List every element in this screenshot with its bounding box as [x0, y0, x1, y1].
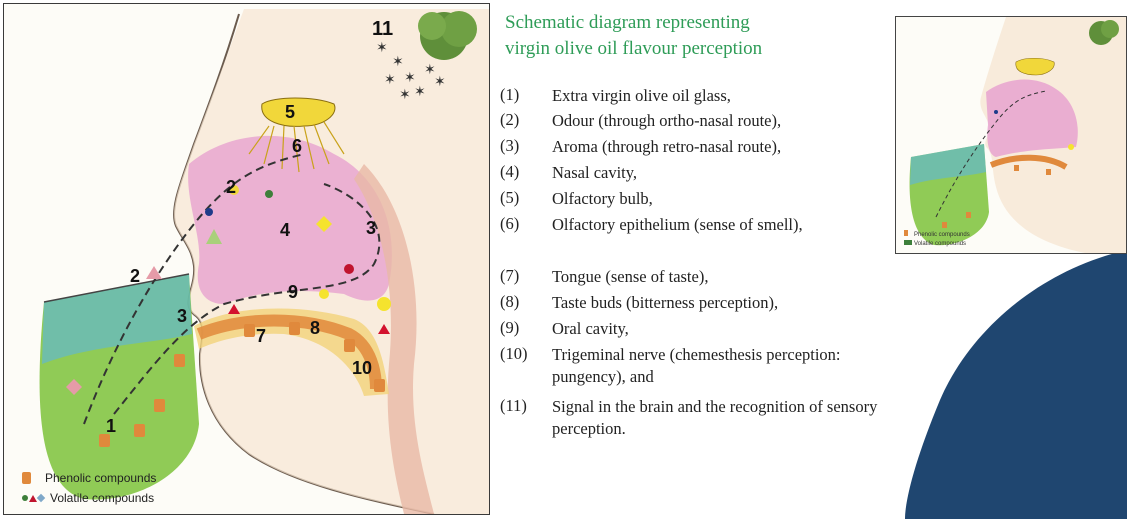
label-1: 1	[106, 416, 116, 437]
volatile-swatch-icon	[22, 495, 44, 502]
label-11: 11	[372, 18, 393, 41]
thumb-legend-phenolic: Phenolic compounds	[914, 232, 970, 238]
thumb-legend-volatile: Volatile compounds	[914, 241, 966, 247]
title-line-2: virgin olive oil flavour perception	[505, 36, 762, 62]
svg-text:✶: ✶	[414, 84, 426, 100]
list-item: (1)Extra virgin olive oil glass,	[500, 85, 882, 110]
figure-legend: Phenolic compounds Volatile compounds	[22, 468, 156, 508]
list-item: (5)Olfactory bulb,	[500, 188, 882, 214]
legend-phenolic-label: Phenolic compounds	[45, 468, 156, 488]
legend-phenolic: Phenolic compounds	[22, 468, 156, 488]
label-6: 6	[292, 136, 302, 157]
label-3-mouth: 3	[177, 306, 187, 327]
phenolic-swatch-icon	[22, 472, 31, 484]
flavour-perception-illustration: ✶✶✶ ✶✶✶ ✶✶	[3, 3, 490, 515]
diagram-title: Schematic diagram representing virgin ol…	[505, 10, 762, 62]
label-5: 5	[285, 102, 295, 123]
legend-volatile-label: Volatile compounds	[50, 488, 154, 508]
list-item: (3)Aroma (through retro-nasal route),	[500, 136, 882, 162]
label-10: 10	[352, 358, 372, 379]
list-item: (6)Olfactory epithelium (sense of smell)…	[500, 214, 882, 266]
list-item: (11)Signal in the brain and the recognit…	[500, 396, 882, 446]
label-2-nasal: 2	[226, 177, 236, 198]
svg-text:✶: ✶	[384, 72, 396, 88]
list-item: (7)Tongue (sense of taste),	[500, 266, 882, 292]
list-item: (2)Odour (through ortho-nasal route),	[500, 110, 882, 136]
label-3-retro: 3	[366, 218, 376, 239]
list-item: (10)Trigeminal nerve (chemesthesis perce…	[500, 344, 882, 396]
title-line-1: Schematic diagram representing	[505, 10, 762, 36]
volatile-swatch-icon	[904, 240, 912, 245]
list-item: (8)Taste buds (bitterness perception),	[500, 292, 882, 318]
label-8: 8	[310, 318, 320, 339]
svg-text:✶: ✶	[399, 87, 411, 103]
svg-text:✶: ✶	[392, 54, 404, 70]
list-item: (9)Oral cavity,	[500, 318, 882, 344]
label-2-glass: 2	[130, 266, 140, 287]
phenolic-swatch-icon	[904, 230, 908, 236]
legend-list: (1)Extra virgin olive oil glass, (2)Odou…	[500, 85, 882, 446]
svg-text:✶: ✶	[434, 74, 446, 90]
label-7: 7	[256, 326, 266, 347]
svg-text:✶: ✶	[376, 40, 388, 56]
thumbnail-illustration: Phenolic compounds Volatile compounds	[895, 16, 1127, 254]
label-4: 4	[280, 220, 290, 241]
legend-volatile: Volatile compounds	[22, 488, 156, 508]
label-9: 9	[288, 282, 298, 303]
thumbnail-legend: Phenolic compounds Volatile compounds	[904, 230, 970, 249]
list-item: (4)Nasal cavity,	[500, 162, 882, 188]
